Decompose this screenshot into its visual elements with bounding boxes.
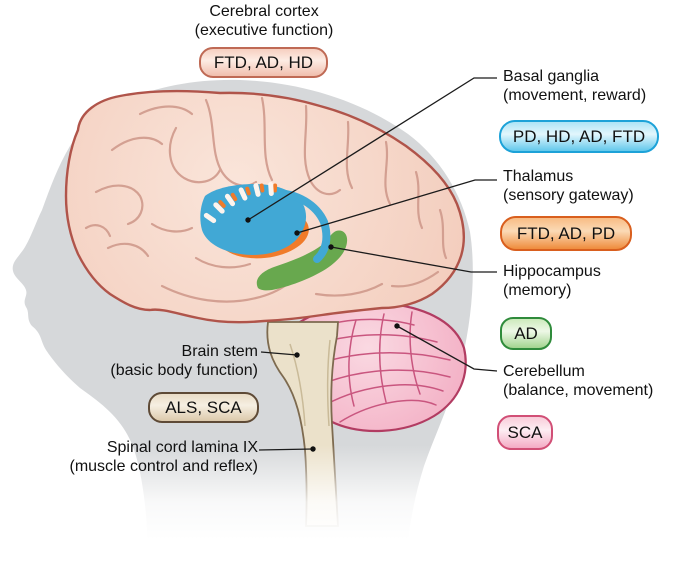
leader-basal-ganglia <box>247 77 497 221</box>
badge-cerebellum: SCA <box>497 415 553 450</box>
dot-brain-stem <box>294 352 300 358</box>
leader-spinal-cord <box>258 448 314 451</box>
pointer-dots <box>245 217 400 452</box>
leader-lines <box>247 77 498 451</box>
basal-ganglia-shape <box>200 182 331 263</box>
region-name-thalamus: Thalamus <box>503 168 574 185</box>
brain-stem-inner-lines <box>289 339 331 427</box>
label-basal-ganglia: Basal ganglia (movement, reward) <box>503 67 646 105</box>
badge-cerebral-cortex: FTD, AD, HD <box>199 47 328 78</box>
leader-thalamus <box>296 179 497 234</box>
badge-text-basal-ganglia: PD, HD, AD, FTD <box>512 126 646 146</box>
label-cerebral-cortex: Cerebral cortex (executive function) <box>134 2 394 40</box>
badge-hippocampus: AD <box>500 317 552 350</box>
region-function-basal-ganglia: (movement, reward) <box>503 87 647 104</box>
region-function-brain-stem: (basic body function) <box>110 362 258 379</box>
region-name-hippocampus: Hippocampus <box>503 263 601 280</box>
leader-cerebellum <box>396 325 498 372</box>
badge-text-thalamus: FTD, AD, PD <box>516 223 616 243</box>
label-thalamus: Thalamus (sensory gateway) <box>503 167 634 205</box>
bottom-fade <box>0 445 500 564</box>
label-cerebellum: Cerebellum (balance, movement) <box>503 362 653 400</box>
region-name-spinal-cord: Spinal cord lamina IX <box>106 439 258 456</box>
label-hippocampus: Hippocampus (memory) <box>503 262 601 300</box>
label-spinal-cord: Spinal cord lamina IX (muscle control an… <box>18 438 258 476</box>
region-name-brain-stem: Brain stem <box>181 343 258 360</box>
dot-spinal-cord <box>310 446 316 452</box>
region-function-cerebellum: (balance, movement) <box>503 382 654 399</box>
badge-text-cerebellum: SCA <box>507 422 543 442</box>
dot-cerebellum <box>394 323 400 329</box>
badge-text-cerebral-cortex: FTD, AD, HD <box>213 52 314 72</box>
caudate-striations-white <box>203 182 274 224</box>
caudate-tail <box>267 188 331 263</box>
badge-basal-ganglia: PD, HD, AD, FTD <box>499 120 659 153</box>
leader-brain-stem <box>260 351 298 356</box>
region-name-cerebellum: Cerebellum <box>503 363 585 380</box>
badge-text-brain-stem: ALS, SCA <box>165 397 242 417</box>
region-function-cerebral-cortex: (executive function) <box>194 22 334 39</box>
sulci-lines <box>84 96 448 303</box>
region-function-thalamus: (sensory gateway) <box>503 187 634 204</box>
badge-thalamus: FTD, AD, PD <box>500 216 632 251</box>
badge-brain-stem: ALS, SCA <box>148 392 259 423</box>
region-name-basal-ganglia: Basal ganglia <box>503 68 600 85</box>
badge-text-hippocampus: AD <box>514 323 538 343</box>
dot-basal-ganglia <box>245 217 251 223</box>
caudate-striations-orange <box>218 183 278 208</box>
dot-hippocampus <box>328 244 334 250</box>
leader-hippocampus <box>330 246 497 273</box>
region-function-spinal-cord: (muscle control and reflex) <box>69 458 258 475</box>
region-name-cerebral-cortex: Cerebral cortex <box>209 3 319 20</box>
dot-thalamus <box>294 230 300 236</box>
region-function-hippocampus: (memory) <box>503 282 572 299</box>
label-brain-stem: Brain stem (basic body function) <box>28 342 258 380</box>
